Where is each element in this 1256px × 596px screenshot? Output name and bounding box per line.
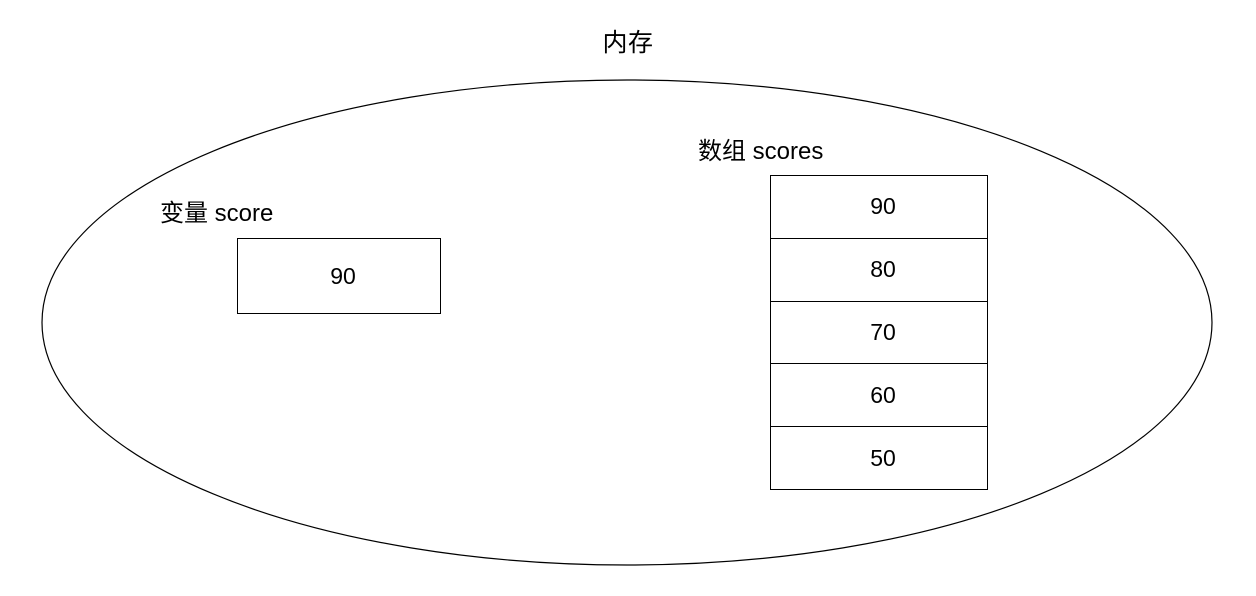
array-cell: 80: [771, 239, 987, 302]
array-label: 数组 scores: [698, 138, 824, 165]
variable-label: 变量 score: [160, 200, 274, 227]
array-cell: 50: [870, 444, 896, 471]
array-cell: 90: [771, 176, 987, 239]
page-title: 内存: [602, 29, 654, 57]
memory-ellipse: [41, 79, 1213, 566]
array-box: 90 80 70 60 50: [770, 175, 988, 490]
variable-box: 90: [237, 238, 441, 314]
array-cell: 70: [771, 302, 987, 365]
variable-value: 90: [330, 262, 356, 289]
array-cell: 60: [771, 364, 987, 428]
